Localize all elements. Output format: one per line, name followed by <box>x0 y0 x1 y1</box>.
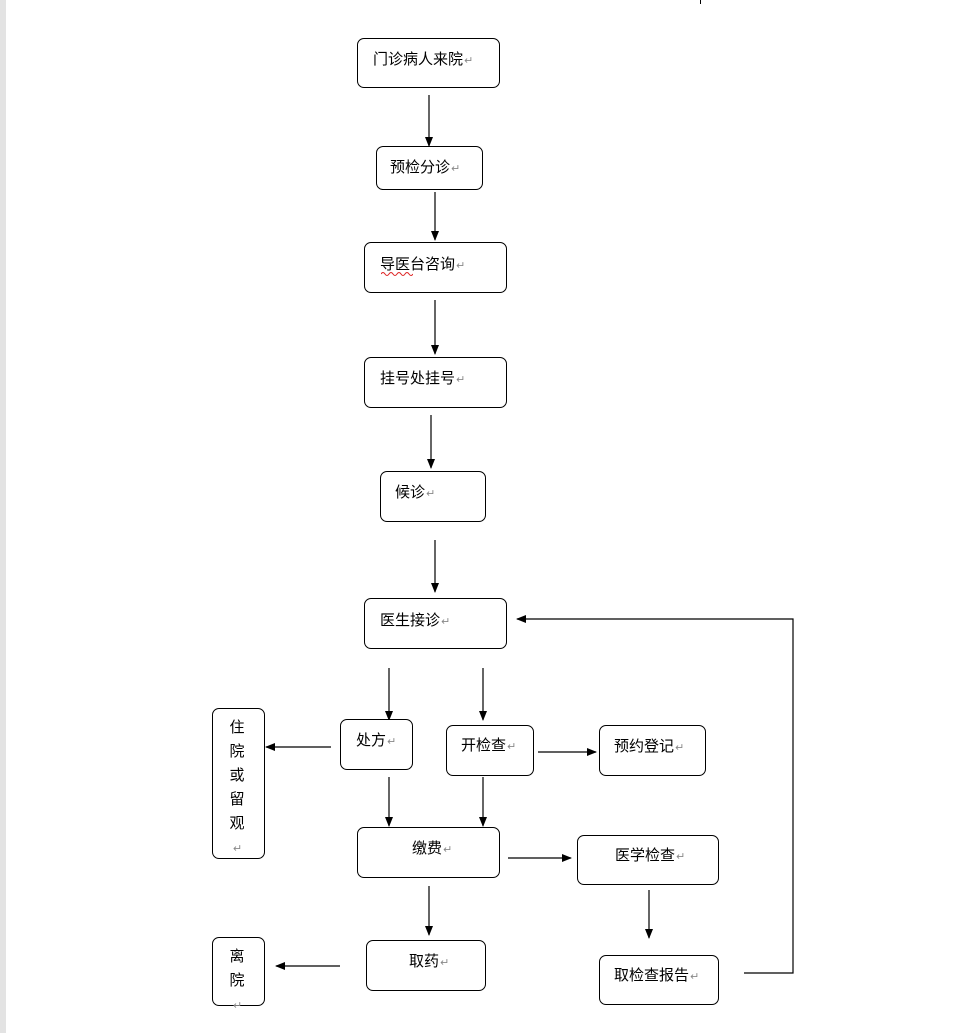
node-pharmacy: 取药↵ <box>366 940 486 991</box>
node-label: 开检查 <box>461 736 507 754</box>
node-label: 预检分诊 <box>390 158 451 176</box>
node-hospitalize: 住院或留观 ↵ <box>212 708 265 859</box>
paragraph-mark: ↵ <box>464 54 474 67</box>
node-discharge: 离院 ↵ <box>212 937 265 1012</box>
node-label: 候诊 <box>395 483 426 501</box>
node-payment: 缴费↵ <box>357 827 500 878</box>
paragraph-mark: ↵ <box>456 373 466 386</box>
paragraph-mark: ↵ <box>232 999 243 1012</box>
paragraph-mark: ↵ <box>426 487 436 500</box>
node-triage: 预检分诊↵ <box>376 146 483 190</box>
node-label: 处方 <box>356 731 387 749</box>
paragraph-mark: ↵ <box>387 735 397 748</box>
node-registration: 挂号处挂号↵ <box>364 357 507 408</box>
node-label: 预约登记 <box>614 737 675 755</box>
edge-n15-n6 <box>516 615 794 974</box>
node-doctor-consult: 医生接诊↵ <box>364 598 507 649</box>
node-label: 医生接诊 <box>380 611 441 629</box>
node-label: 取药 <box>409 952 440 970</box>
node-appointment: 预约登记↵ <box>599 725 706 776</box>
paragraph-mark: ↵ <box>440 956 450 969</box>
node-label: 缴费 <box>412 839 443 857</box>
node-label: 挂号处挂号 <box>380 369 456 387</box>
paragraph-mark: ↵ <box>232 842 243 855</box>
ruler-tick <box>700 0 701 4</box>
node-label: 住院或留观 <box>229 718 245 832</box>
node-prescription: 处方↵ <box>340 719 413 770</box>
paragraph-mark: ↵ <box>507 740 517 753</box>
node-label: 导医台咨询 <box>380 255 456 273</box>
page-margin-bar <box>0 0 6 1033</box>
node-guide-desk: 导医台咨询↵ <box>364 242 507 293</box>
paragraph-mark: ↵ <box>443 843 453 856</box>
node-exam-report: 取检查报告↵ <box>599 955 719 1005</box>
node-order-exam: 开检查↵ <box>446 725 534 776</box>
paragraph-mark: ↵ <box>451 162 461 175</box>
paragraph-mark: ↵ <box>690 970 700 983</box>
node-medical-exam: 医学检查↵ <box>577 835 719 885</box>
node-label: 取检查报告 <box>614 966 690 984</box>
node-waiting: 候诊↵ <box>380 471 486 522</box>
node-clinic-arrival: 门诊病人来院↵ <box>357 38 500 88</box>
node-label: 离院 <box>229 947 245 989</box>
spellcheck-underline <box>381 272 413 276</box>
paragraph-mark: ↵ <box>456 259 466 272</box>
node-label: 医学检查 <box>615 846 676 864</box>
paragraph-mark: ↵ <box>441 615 451 628</box>
paragraph-mark: ↵ <box>676 850 686 863</box>
paragraph-mark: ↵ <box>675 741 685 754</box>
node-label: 门诊病人来院 <box>373 50 464 68</box>
